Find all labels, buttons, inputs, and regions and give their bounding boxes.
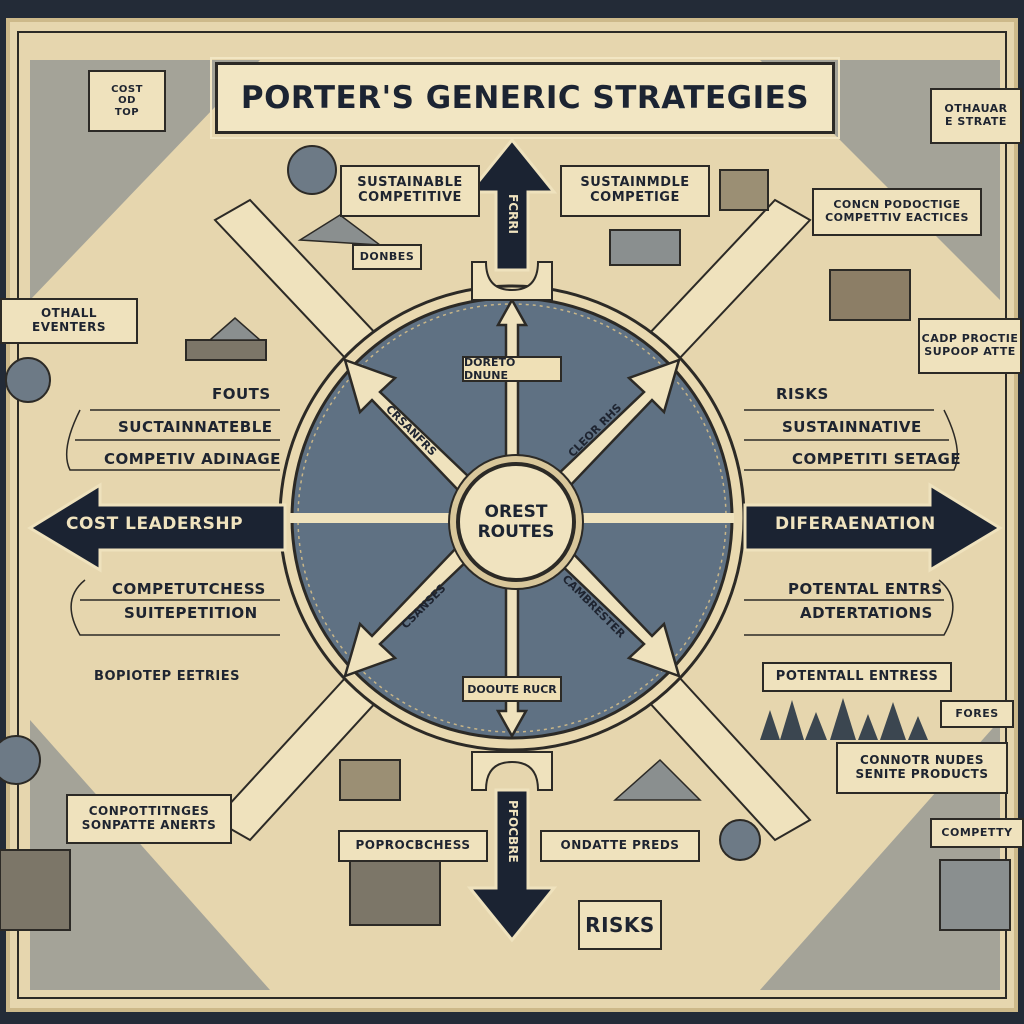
top-right-box: SUSTAINMDLE COMPETIGE <box>560 165 710 217</box>
corner-br-box: COMPETTY <box>930 818 1024 848</box>
right-box2-line1: CADP PROCTIE <box>921 332 1019 346</box>
left-lower-line1: COMPETUTCHESS <box>112 580 266 598</box>
center-line1: OREST <box>484 501 548 522</box>
left-upper-line3: COMPETIV ADINAGE <box>104 450 281 468</box>
risks-sign: RISKS <box>578 900 662 950</box>
differentiation-label: DIFERAENATION <box>775 514 936 534</box>
top-right-box-line2: COMPETIGE <box>590 190 680 205</box>
cost-leadership-label: COST LEADERSHP <box>66 514 244 534</box>
right-box1: CONCN PODOCTIGE COMPETTIV EACTICES <box>812 188 982 236</box>
left-lower-box: BOPIOTEP EETRIES <box>94 668 240 684</box>
right-lower-line1: POTENTAL ENTRS <box>788 580 943 598</box>
page-title: PORTER'S GENERIC STRATEGIES <box>210 57 840 139</box>
main-vertical-arrow-bottom <box>466 751 558 943</box>
right-box1-line1: CONCN PODOCTIGE <box>833 198 961 212</box>
right-upper-line1: RISKS <box>776 385 829 403</box>
right-upper-line2: SUSTAINNATIVE <box>782 418 922 436</box>
corner-tr-line1: OTHAUAR <box>944 102 1008 116</box>
right-box3: CONNOTR NUDES SENITE PRODUCTS <box>836 742 1008 794</box>
right-box2-line2: SUPOOP ATTE <box>924 345 1016 358</box>
center-medallion: OREST ROUTES <box>456 462 576 582</box>
scroll-lines <box>65 409 959 636</box>
top-right-box-line1: SUSTAINMDLE <box>580 175 690 191</box>
inner-ribbon-top: DORETO DNUNE <box>462 356 562 382</box>
bottom-arrow-text: PFOCBRE <box>506 800 520 863</box>
right-lower-line2: ADTERTATIONS <box>800 604 933 622</box>
right-box1-line2: COMPETTIV EACTICES <box>825 211 969 224</box>
main-arrow-left <box>27 482 287 573</box>
diagonal-arrows <box>343 357 681 679</box>
left-box2: CONPOTTITNGES SONPATTE ANERTS <box>66 794 232 844</box>
right-box2: CADP PROCTIE SUPOOP ATTE <box>918 318 1022 374</box>
left-upper-line1: FOUTS <box>212 385 271 403</box>
corner-tl-line1: COST <box>111 83 143 95</box>
corner-tr-box: OTHAUAR E STRATE <box>930 88 1022 144</box>
right-box3-line2: SENITE PRODUCTS <box>855 767 989 781</box>
mountains <box>208 214 702 801</box>
corner-tr-line2: E STRATE <box>945 115 1007 128</box>
corner-tl-line2: OD <box>118 95 136 107</box>
top-arrow-text: FCRRI <box>506 194 520 234</box>
left-box2-line2: SONPATTE ANERTS <box>81 818 217 832</box>
top-left-box-line2: COMPETITIVE <box>358 190 462 205</box>
right-box3-line1: CONNOTR NUDES <box>860 753 984 768</box>
left-box2-line1: CONPOTTITNGES <box>88 804 210 819</box>
tree-line <box>760 698 928 740</box>
fores-tag: FORES <box>940 700 1014 728</box>
left-lower-line2: SUITEPETITION <box>124 604 258 622</box>
top-left-box-line1: SUSTAINABLE <box>357 175 463 191</box>
right-upper-line3: COMPETITI SETAGE <box>792 450 962 468</box>
right-lower-box: POTENTALL ENTRESS <box>762 662 952 692</box>
inner-ribbon-bottom: DOOUTE RUCR <box>462 676 562 702</box>
main-arrow-right <box>743 482 1003 573</box>
corner-tl-box: COST OD TOP <box>88 70 166 132</box>
left-upper-line2: SUCTAINNATEBLE <box>118 418 273 436</box>
corner-tl-line3: TOP <box>114 106 140 118</box>
top-left-box: SUSTAINABLE COMPETITIVE <box>340 165 480 217</box>
bottom-right-box: ONDATTE PREDS <box>540 830 700 862</box>
left-box1: OTHALL EVENTERS <box>0 298 138 344</box>
corner-tl-shade <box>30 60 260 300</box>
center-line2: ROUTES <box>477 522 555 542</box>
corner-bl-shade <box>30 720 270 990</box>
bottom-left-box: POPROCBCHESS <box>338 830 488 862</box>
top-stamp: DONBES <box>352 244 422 270</box>
